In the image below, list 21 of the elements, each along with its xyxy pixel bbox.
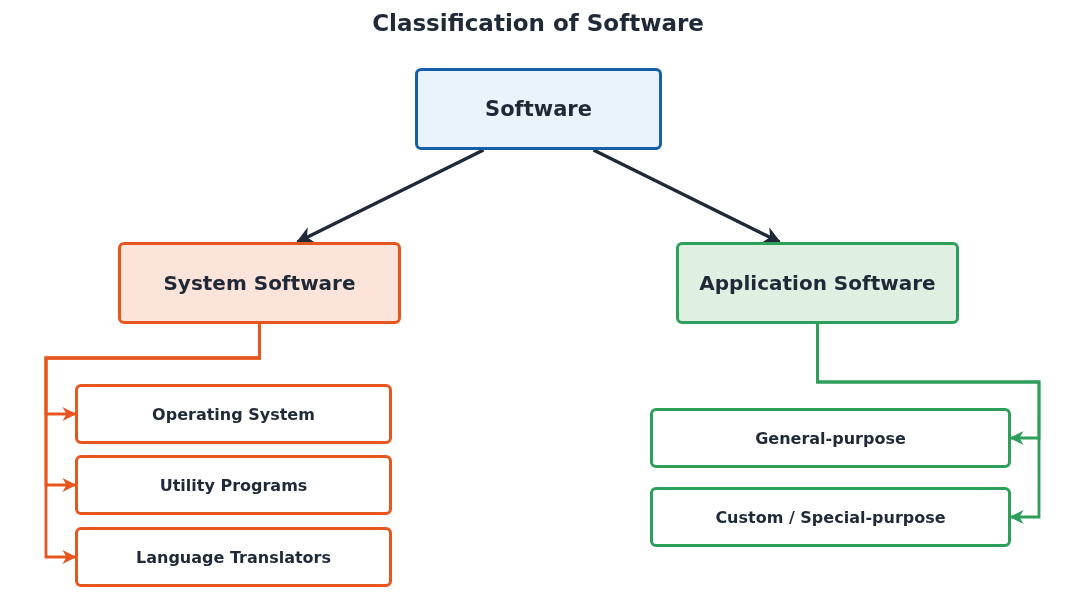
node-label: Operating System [152, 404, 315, 424]
node-label: Utility Programs [159, 475, 308, 495]
node-label: Custom / Special-purpose [715, 507, 946, 527]
category-box [676, 242, 959, 324]
item-box [650, 408, 1011, 468]
node-label: Application Software [699, 271, 936, 295]
node-label: General-purpose [755, 428, 906, 448]
item-box [75, 527, 392, 587]
item-box [650, 487, 1011, 547]
arrow [44, 324, 261, 564]
item-box [75, 384, 392, 444]
node-label: Language Translators [136, 547, 331, 567]
diagram-title: Classification of Software [372, 10, 704, 36]
category-box [118, 242, 401, 324]
node-label: System Software [163, 271, 356, 295]
item-box [75, 455, 392, 515]
arrow [592, 148, 782, 244]
root-box [415, 68, 662, 150]
arrow [295, 148, 485, 244]
node-label: Software [485, 97, 592, 121]
arrow [816, 324, 1041, 524]
